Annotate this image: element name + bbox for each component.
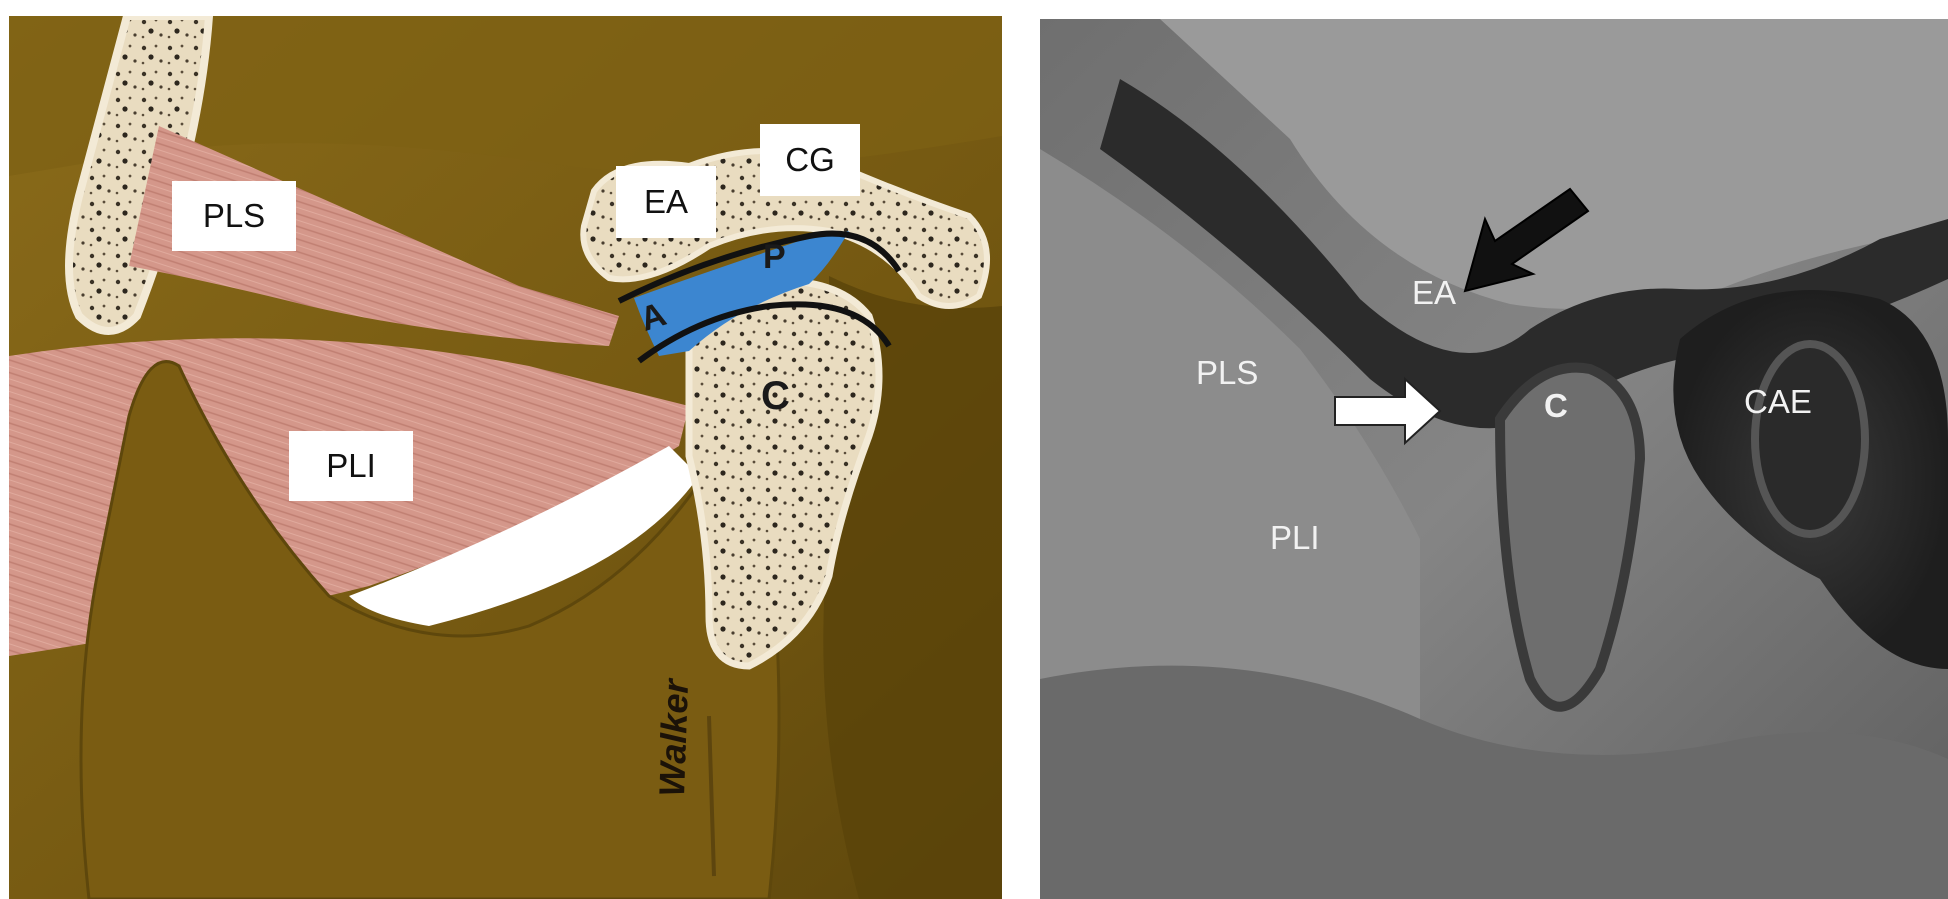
label-pls: PLS — [172, 181, 296, 251]
label-condyle: C — [761, 374, 790, 419]
label-condyle-mri: C — [1544, 387, 1568, 425]
label-pli: PLI — [289, 431, 413, 501]
label-pls-mri: PLS — [1196, 354, 1258, 392]
anatomical-illustration: PLS PLI EA CG A P C Walker — [9, 16, 1002, 899]
label-ea-mri: EA — [1412, 274, 1456, 312]
artist-signature: Walker — [651, 679, 697, 798]
mri-artwork — [1040, 19, 1948, 899]
mri-image: EA PLS PLI C CAE — [1040, 19, 1948, 899]
label-ea: EA — [616, 166, 716, 238]
label-posterior: P — [763, 238, 786, 277]
label-cae-mri: CAE — [1744, 383, 1812, 421]
label-cg: CG — [760, 124, 860, 196]
canal-ring — [1755, 344, 1865, 534]
label-pli-mri: PLI — [1270, 519, 1320, 557]
